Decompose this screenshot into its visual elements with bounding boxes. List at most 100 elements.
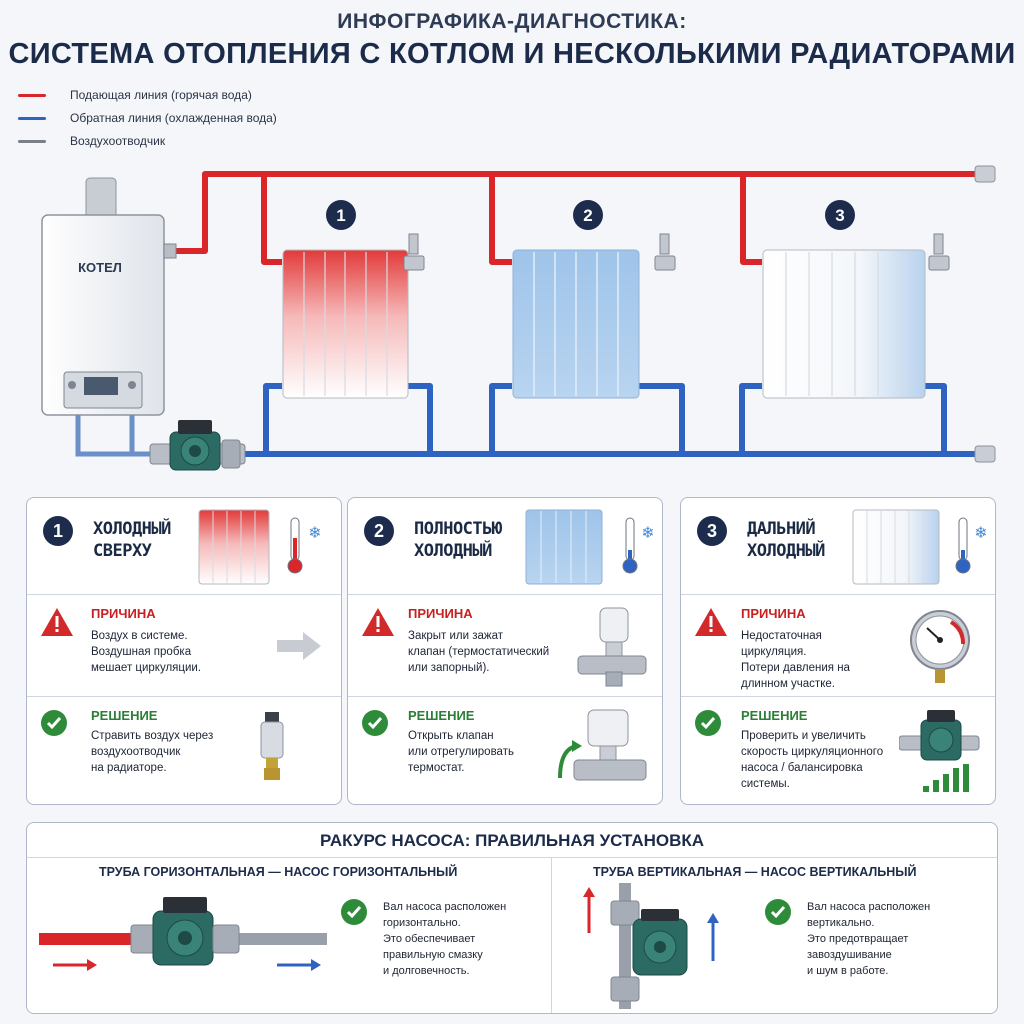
return-pipe — [240, 383, 978, 457]
vertical-pump-illustration — [583, 883, 719, 1009]
cause-line: или запорный). — [408, 662, 490, 674]
cause-line: длинном участке. — [741, 678, 835, 690]
solution-line: или отрегулировать — [408, 746, 514, 758]
radiator-2-number: 2 — [583, 206, 592, 225]
panel-number-badge: 2 — [364, 516, 394, 546]
thermostatic-valve-icon — [577, 607, 647, 687]
svg-text:❄: ❄ — [974, 523, 987, 542]
thermometer-cold-icon: ❄ — [622, 517, 655, 574]
radiator-2 — [512, 233, 676, 399]
diagnosis-panel-2: 2 ПОЛНОСТЬЮ ХОЛОДНЫЙ ❄ ПРИЧИНА Закрыт ил… — [347, 497, 663, 805]
vertical-heading: ТРУБА ВЕРТИКАЛЬНАЯ — НАСОС ВЕРТИКАЛЬНЫЙ — [593, 865, 917, 879]
description-line: и шум в работе. — [807, 965, 889, 977]
legend-label: Подающая линия (горячая вода) — [70, 88, 252, 102]
check-icon — [341, 899, 367, 925]
warning-icon — [362, 608, 394, 636]
cause-label: ПРИЧИНА — [741, 606, 806, 621]
panel-title-line: ХОЛОДНЫЙ — [747, 541, 825, 561]
description-line: Это обеспечивает — [383, 933, 476, 945]
solution-text: Проверить и увеличить скорость циркуляци… — [741, 728, 883, 792]
radiator-3 — [762, 233, 950, 399]
cause-line: Потери давления на — [741, 662, 850, 674]
description-line: Это предотвращает — [807, 933, 909, 945]
description-line: и долговечность. — [383, 965, 470, 977]
description-line: Вал насоса расположен — [807, 901, 931, 913]
horizontal-description: Вал насоса расположен горизонтально. Это… — [383, 899, 506, 979]
hot-top-radiator-icon — [198, 509, 270, 585]
solution-line: термостат. — [408, 762, 465, 774]
pump-orientation-section: РАКУРС НАСОСА: ПРАВИЛЬНАЯ УСТАНОВКА ТРУБ… — [26, 822, 998, 1014]
horizontal-pump-illustration — [39, 897, 327, 971]
thermometer-cold-icon: ❄ — [955, 517, 988, 574]
legend-label: Воздухоотводчик — [70, 134, 166, 148]
radiator-3-number-badge — [825, 200, 855, 230]
solution-line: Стравить воздух через — [91, 730, 214, 742]
pump-speed-icon — [899, 710, 980, 792]
radiator-2-number-badge — [573, 200, 603, 230]
cause-line: Воздух в системе. — [91, 630, 188, 642]
radiator-3-number: 3 — [835, 206, 844, 225]
check-icon — [41, 710, 67, 736]
heating-system-diagram: КОТЕЛ — [41, 165, 996, 471]
solution-line: Открыть клапан — [408, 730, 494, 742]
legend-label: Обратная линия (охлажденная вода) — [70, 111, 277, 125]
check-icon — [695, 710, 721, 736]
open-valve-icon — [558, 709, 647, 781]
solution-line: скорость циркуляционного — [741, 746, 884, 758]
diagnosis-panel-1: 1 ХОЛОДНЫЙ СВЕРХУ ❄ ПРИЧИНА Воздух в сис… — [26, 497, 342, 805]
cause-text: Воздух в системе. Воздушная пробка мешае… — [91, 628, 201, 676]
boiler — [41, 177, 177, 457]
cause-label: ПРИЧИНА — [408, 606, 473, 621]
description-line: вертикально. — [807, 917, 875, 929]
divider — [551, 857, 552, 1013]
cause-line: Закрыт или зажат — [408, 630, 504, 642]
page-title: СИСТЕМА ОТОПЛЕНИЯ С КОТЛОМ И НЕСКОЛЬКИМИ… — [8, 38, 1016, 70]
air-vent-icon — [260, 712, 284, 780]
cause-label: ПРИЧИНА — [91, 606, 156, 621]
title-subheading: ИНФОГРАФИКА-ДИАГНОСТИКА: — [337, 10, 687, 33]
supply-pipe-cap — [974, 165, 996, 183]
solution-text: Стравить воздух через воздухоотводчик на… — [91, 728, 213, 776]
cause-line: Воздушная пробка — [91, 646, 192, 658]
solution-line: системы. — [741, 778, 790, 790]
svg-text:❄: ❄ — [641, 523, 654, 542]
panel-title: ПОЛНОСТЬЮ ХОЛОДНЫЙ — [414, 518, 502, 562]
thermometer-cold-icon: ❄ — [287, 517, 322, 574]
vertical-description: Вал насоса расположен вертикально. Это п… — [807, 899, 930, 979]
air-arrow-icon — [277, 632, 321, 660]
cause-line: клапан (термостатический — [408, 646, 550, 658]
boiler-label: КОТЕЛ — [78, 260, 122, 275]
solution-label: РЕШЕНИЕ — [91, 708, 158, 723]
panel-title-line: ХОЛОДНЫЙ — [93, 519, 171, 539]
radiator-1 — [282, 233, 425, 399]
panel-title-line: ХОЛОДНЫЙ — [414, 541, 492, 561]
cold-radiator-icon — [525, 509, 603, 585]
description-line: завоздушивание — [807, 949, 892, 961]
description-line: горизонтально. — [383, 917, 461, 929]
legend-swatch-red — [18, 93, 46, 97]
panel-title-line: ДАЛЬНИЙ — [747, 519, 816, 539]
warning-icon — [41, 608, 73, 636]
cause-line: Недостаточная — [741, 630, 822, 642]
description-line: Вал насоса расположен — [383, 901, 507, 913]
svg-text:❄: ❄ — [308, 523, 321, 542]
solution-label: РЕШЕНИЕ — [741, 708, 808, 723]
panel-title: ДАЛЬНИЙ ХОЛОДНЫЙ — [747, 518, 825, 562]
divider — [27, 857, 997, 858]
diagnosis-panel-3: 3 ДАЛЬНИЙ ХОЛОДНЫЙ ❄ ПРИЧИНА Недостаточн… — [680, 497, 996, 805]
legend-item-return: Обратная линия (охлажденная вода) — [18, 111, 277, 125]
check-icon — [765, 899, 791, 925]
far-cold-radiator-icon — [852, 509, 940, 585]
warning-icon — [695, 608, 727, 636]
cause-line: циркуляция. — [741, 646, 807, 658]
solution-label: РЕШЕНИЕ — [408, 708, 475, 723]
horizontal-heading: ТРУБА ГОРИЗОНТАЛЬНАЯ — НАСОС ГОРИЗОНТАЛЬ… — [99, 865, 458, 879]
radiator-1-number: 1 — [336, 206, 345, 225]
legend-swatch-blue — [18, 116, 46, 120]
check-icon — [362, 710, 388, 736]
solution-line: на радиаторе. — [91, 762, 167, 774]
legend-item-supply: Подающая линия (горячая вода) — [18, 88, 252, 102]
panel-title: ХОЛОДНЫЙ СВЕРХУ — [93, 518, 171, 562]
solution-line: насоса / балансировка — [741, 762, 863, 774]
panel-number-badge: 3 — [697, 516, 727, 546]
